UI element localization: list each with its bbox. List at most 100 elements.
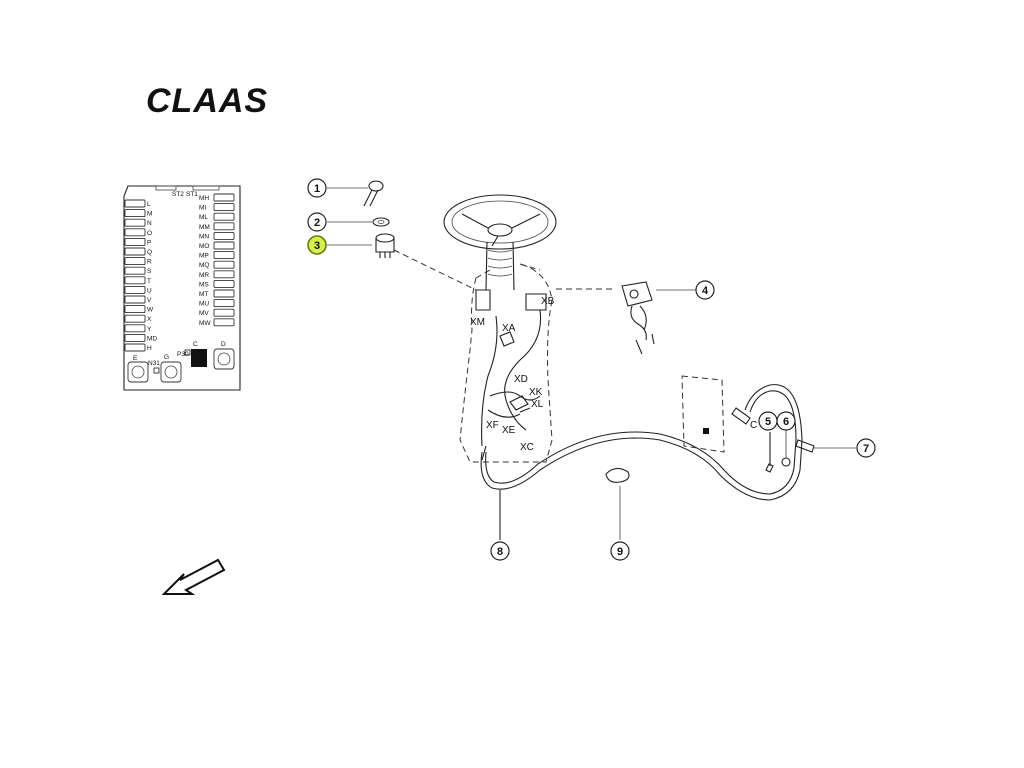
fuse-label-right-mv: MV: [199, 310, 209, 317]
callout-7[interactable]: 7: [814, 438, 876, 458]
fuse-label-right-mw: MW: [199, 320, 211, 327]
connector-xl: XL: [531, 399, 544, 410]
relay-g: [160, 361, 182, 383]
fuse-left-w[interactable]: [124, 305, 146, 314]
connector-xb: XB: [541, 296, 555, 307]
fuse-left-t[interactable]: [124, 276, 146, 285]
relay-n31: [153, 367, 160, 374]
part-screw[interactable]: [765, 432, 774, 473]
fuse-right-mi[interactable]: [213, 203, 235, 212]
fuse-label-left-o: O: [147, 230, 152, 237]
fuse-left-q[interactable]: [124, 247, 146, 256]
fuse-label-left-u: U: [147, 287, 152, 294]
fuse-label-right-mp: MP: [199, 253, 209, 260]
fuse-label-right-mn: MN: [199, 233, 209, 240]
relay-d: [213, 348, 235, 370]
fuse-label-left-p: P: [147, 239, 151, 246]
callout-6[interactable]: 6: [776, 411, 796, 431]
fuse-left-u[interactable]: [124, 285, 146, 294]
part-nut[interactable]: [781, 430, 791, 467]
fuse-top-label-st1: ST1: [186, 191, 198, 198]
relay-e-label: E: [133, 355, 138, 362]
callout-6-label: 6: [783, 416, 789, 428]
fuse-label-left-t: T: [147, 278, 151, 285]
callout-4-label: 4: [702, 285, 709, 297]
fuse-left-o[interactable]: [124, 228, 146, 237]
callout-2[interactable]: 2: [307, 212, 372, 232]
steering-column-assembly: [443, 194, 557, 463]
connector-xm: XM: [470, 317, 485, 328]
part-ignition-switch[interactable]: [375, 233, 477, 291]
fuse-right-mu[interactable]: [213, 299, 235, 308]
connector-labels: XB XM XA XD XK XL XF XE XC: [470, 296, 555, 453]
callout-8-label: 8: [497, 546, 503, 558]
fuse-label-left-n: N: [147, 220, 152, 227]
connector-c-label: C: [750, 420, 757, 431]
part-harness[interactable]: [480, 384, 803, 540]
connector-xa: XA: [502, 323, 516, 334]
fuse-right-mv[interactable]: [213, 308, 235, 317]
part-washer[interactable]: [372, 217, 390, 227]
fuse-left-x[interactable]: [124, 314, 146, 323]
fuse-label-left-l: L: [147, 201, 151, 208]
callout-5[interactable]: 5: [758, 411, 778, 431]
fuse-left-r[interactable]: [124, 257, 146, 266]
claas-logo: CLAAS: [146, 82, 268, 120]
callout-9[interactable]: 9: [610, 541, 630, 561]
connector-xc: XC: [520, 442, 534, 453]
relay-p30-label: P30: [177, 351, 189, 358]
fuse-label-right-mo: MO: [199, 243, 209, 250]
fuse-right-ms[interactable]: [213, 279, 235, 288]
callout-8[interactable]: 8: [490, 541, 510, 561]
fuse-left-n[interactable]: [124, 218, 146, 227]
callout-5-label: 5: [765, 416, 771, 428]
callout-9-label: 9: [617, 546, 623, 558]
fuse-label-right-mr: MR: [199, 272, 209, 279]
fuse-label-right-ms: MS: [199, 281, 209, 288]
fuse-right-mt[interactable]: [213, 289, 235, 298]
fuse-right-mm[interactable]: [213, 222, 235, 231]
connector-xd: XD: [514, 374, 528, 385]
fuse-label-right-mm: MM: [199, 224, 210, 231]
fuse-right-ml[interactable]: [213, 212, 235, 221]
fuse-right-mo[interactable]: [213, 241, 235, 250]
fuse-label-left-m: M: [147, 211, 152, 218]
fuse-label-left-y: Y: [147, 326, 152, 333]
connector-xf: XF: [486, 420, 499, 431]
callout-1-label: 1: [314, 183, 320, 195]
fuse-right-mp[interactable]: [213, 251, 235, 260]
fuse-right-mh[interactable]: [213, 193, 235, 202]
callout-1[interactable]: 1: [307, 178, 368, 198]
fuse-label-left-x: X: [147, 316, 152, 323]
part-sensor[interactable]: [795, 439, 815, 453]
fuse-left-s[interactable]: [124, 266, 146, 275]
part-switch[interactable]: [556, 281, 655, 355]
fuse-left-h[interactable]: [124, 343, 146, 352]
fuse-label-right-mi: MI: [199, 205, 206, 212]
relay-c-label: C: [193, 341, 198, 348]
fuse-label-left-v: V: [147, 297, 152, 304]
fuse-left-p[interactable]: [124, 237, 146, 246]
fuse-right-mw[interactable]: [213, 318, 235, 327]
fuse-label-left-r: R: [147, 259, 152, 266]
fuse-left-v[interactable]: [124, 295, 146, 304]
fuse-right-mr[interactable]: [213, 270, 235, 279]
part-key[interactable]: [363, 180, 384, 207]
fuse-label-left-h: H: [147, 345, 152, 352]
callout-7-label: 7: [863, 443, 869, 455]
fuse-right-mq[interactable]: [213, 260, 235, 269]
fuse-left-m[interactable]: [124, 209, 146, 218]
fuse-label-right-mt: MT: [199, 291, 208, 298]
fuse-left-l[interactable]: [124, 199, 146, 208]
fuse-left-md[interactable]: [124, 333, 146, 342]
fuse-right-mn[interactable]: [213, 231, 235, 240]
direction-arrow-icon: [161, 558, 226, 595]
callout-3[interactable]: 3: [307, 235, 372, 255]
fuse-left-y[interactable]: [124, 324, 146, 333]
part-clamp[interactable]: [605, 467, 630, 540]
callout-4[interactable]: 4: [656, 280, 715, 300]
fuse-label-right-mh: MH: [199, 195, 209, 202]
logo-text: CLAAS: [146, 82, 268, 120]
